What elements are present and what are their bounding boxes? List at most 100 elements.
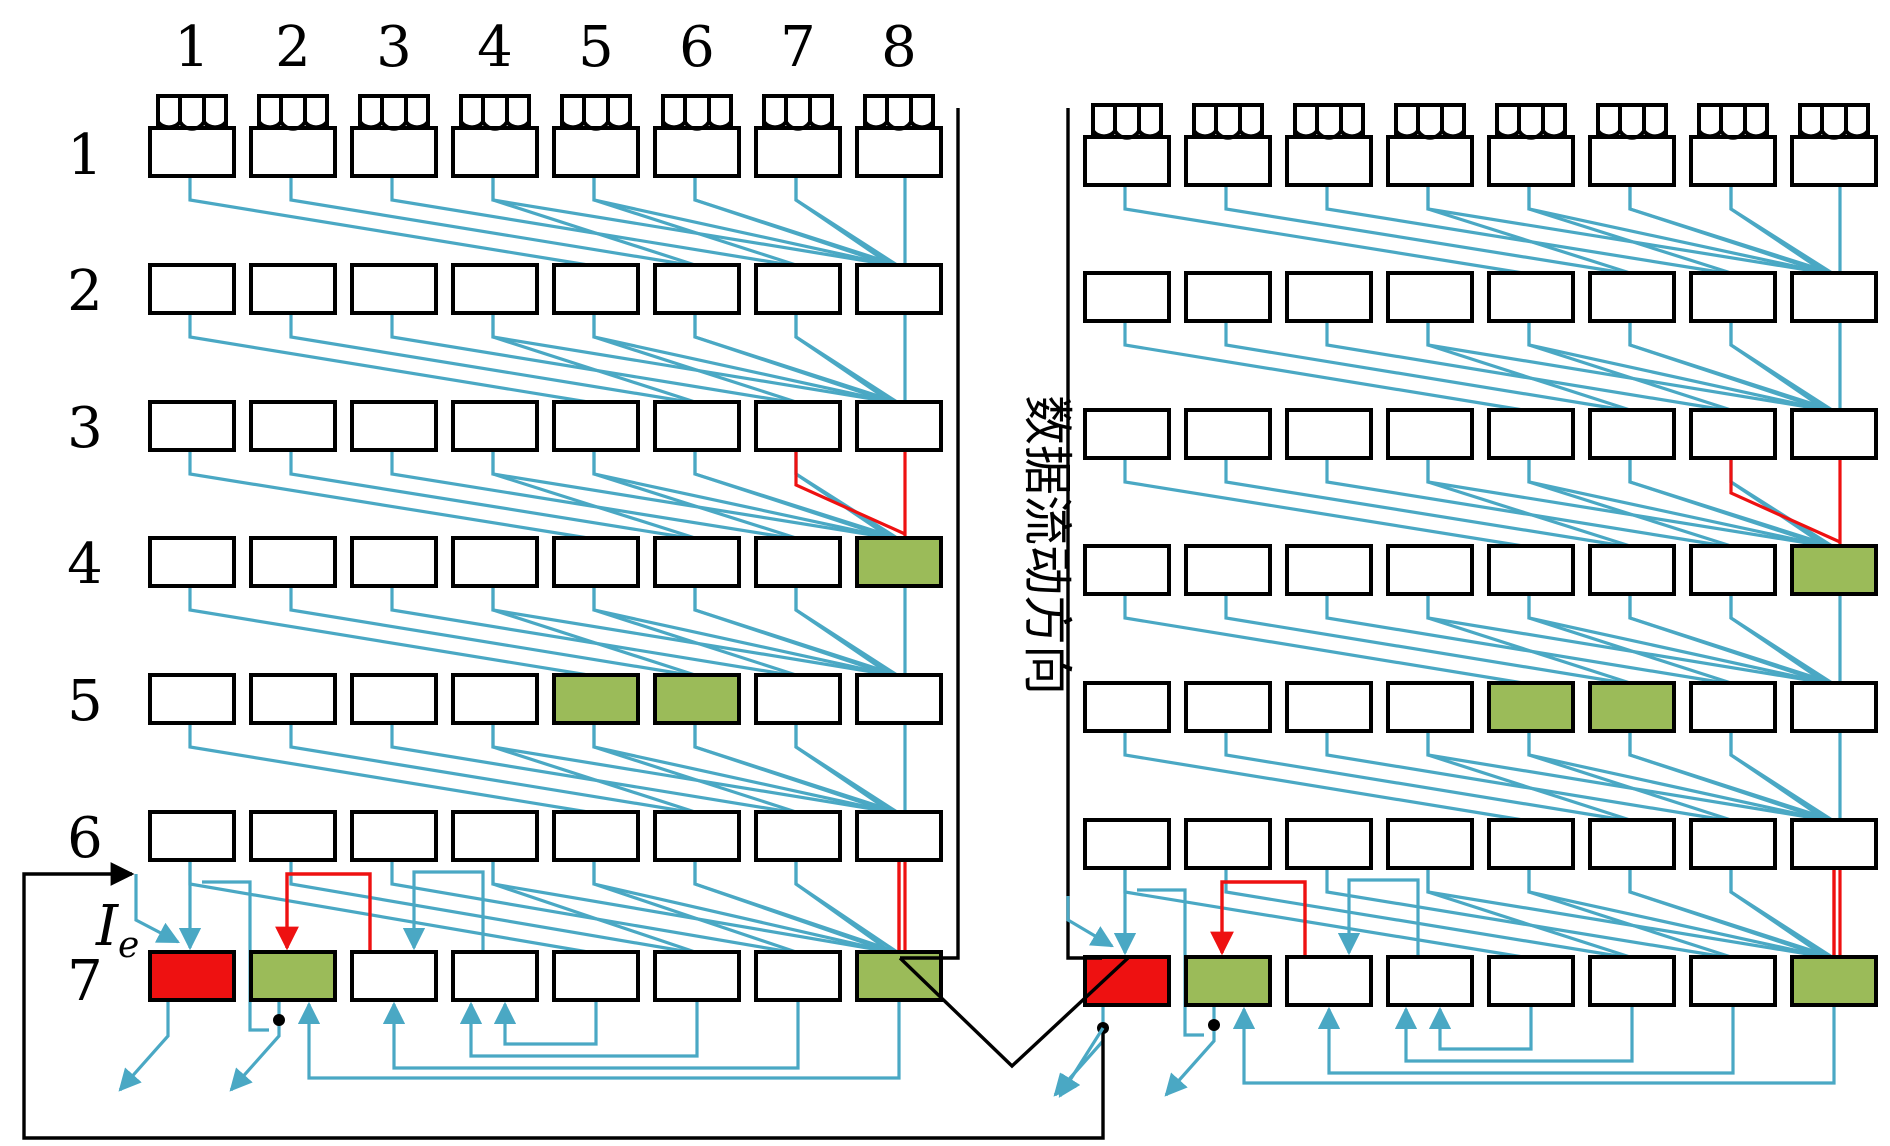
fan-link-p0-r6-c3: [390, 860, 791, 954]
pe-cell-p1-r1-c7: [1689, 135, 1777, 187]
fan-link-p0-r4-c3: [390, 586, 791, 677]
pe-cell-p0-r6-c8: [855, 810, 943, 862]
fan-link-p1-r2-c7: [1729, 321, 1833, 412]
fan-link-p0-r1-c2: [289, 176, 690, 267]
pe-cell-p1-r5-c1: [1083, 681, 1171, 733]
pe-cell-p0-r5-c4: [451, 673, 539, 725]
pe-cell-p0-r4-c1: [148, 536, 236, 588]
column-label-2: 2: [275, 15, 311, 80]
fan-link-p1-r2-c5: [1527, 321, 1732, 412]
fan-link-p0-r3-c6: [693, 450, 892, 540]
fan-link-p0-r2-c3: [390, 313, 791, 404]
fan-link-p1-r2-c1: [1123, 321, 1524, 412]
input-cap-p0-c1: [156, 94, 228, 131]
feedback-link-p0-d: [493, 1000, 598, 1046]
pe-cell-p0-r1-c6: [653, 126, 741, 178]
fan-link-p1-r3-c6: [1628, 458, 1833, 548]
pe-cell-p0-r6-c6: [653, 810, 741, 862]
fan-link-p1-r6-c7: [1729, 868, 1833, 959]
pe-cell-p1-r7-c6: [1588, 955, 1676, 1007]
pe-cell-p1-r4-c3: [1285, 544, 1373, 596]
pe-cell-p1-r2-c8: [1790, 271, 1878, 323]
feedback-link-p1-c: [1394, 1005, 1634, 1063]
interconnect-links: [188, 176, 1842, 959]
fan-link-p1-r4-c4: [1426, 594, 1631, 685]
row-label-5: 5: [67, 669, 103, 734]
pe-cell-p1-r5-c5: [1487, 681, 1575, 733]
fan-link-p1-r3-c5: [1527, 458, 1732, 548]
pe-cell-p1-r7-c3: [1285, 955, 1373, 1007]
fan-link-p0-r5-c7: [794, 723, 898, 814]
fan-link-p1-r6-c6: [1628, 868, 1827, 959]
pe-cell-p1-r6-c1: [1083, 818, 1171, 870]
control-wiring: [22, 108, 1220, 1140]
fan-link-p1-r1-c3: [1325, 185, 1726, 275]
input-cap-p0-c5: [560, 94, 632, 131]
pe-cell-p0-r3-c3: [350, 400, 438, 452]
pe-cell-p0-r1-c7: [754, 126, 842, 178]
input-cap-p1-c2: [1192, 103, 1264, 140]
fan-link-p0-r3-c2: [289, 450, 690, 540]
pe-cell-p1-r7-c8: [1790, 955, 1878, 1007]
fan-link-p0-r5-c6: [693, 723, 892, 814]
pe-cell-p0-r7-c8: [855, 950, 943, 1002]
control-wire-right: [1066, 108, 1102, 960]
pe-cell-p1-r3-c8: [1790, 408, 1878, 460]
fan-link-p0-r5-c2: [289, 723, 690, 814]
fan-link-p1-r6-c3: [1325, 868, 1726, 959]
input-cap-p0-c3: [358, 94, 430, 131]
pe-cell-p1-r7-c5: [1487, 955, 1575, 1007]
fan-link-p1-r1-c5: [1527, 185, 1732, 275]
reroute-link-p0-r3: [794, 450, 906, 536]
pe-cell-p1-r6-c7: [1689, 818, 1777, 870]
pe-cell-p0-r5-c3: [350, 673, 438, 725]
pe-cell-p1-r6-c5: [1487, 818, 1575, 870]
input-cap-p1-c6: [1596, 103, 1668, 140]
fan-link-p1-r4-c5: [1527, 594, 1732, 685]
fan-link-p1-r2-c6: [1628, 321, 1833, 412]
row-label-7: 7: [67, 949, 103, 1014]
fan-link-p1-r1-c4: [1426, 185, 1631, 275]
pe-cell-p1-r4-c1: [1083, 544, 1171, 596]
pe-cell-p1-r2-c3: [1285, 271, 1373, 323]
pe-cell-p1-r1-c2: [1184, 135, 1272, 187]
fan-link-p1-r4-c2: [1224, 594, 1625, 685]
fan-link-p0-r3-c5: [592, 450, 797, 540]
pe-cell-p1-r3-c5: [1487, 408, 1575, 460]
pe-cell-p0-r5-c6: [653, 673, 741, 725]
pe-cell-p0-r4-c3: [350, 536, 438, 588]
fan-link-p1-r4-c1: [1123, 594, 1524, 685]
fan-link-p0-r2-c6: [693, 313, 892, 404]
row-label-6: 6: [67, 806, 103, 871]
pe-cell-p1-r1-c1: [1083, 135, 1171, 187]
fan-link-p1-r3-c4: [1426, 458, 1631, 548]
fan-link-p0-r2-c7: [794, 313, 898, 404]
pe-cell-p0-r1-c1: [148, 126, 236, 178]
pe-cell-p1-r1-c5: [1487, 135, 1575, 187]
feedback-link-p1-d: [1428, 1005, 1533, 1051]
fan-link-p0-r4-c6: [693, 586, 898, 677]
fan-link-p1-r6-c2: [1224, 868, 1625, 959]
pe-cell-p1-r1-c4: [1386, 135, 1474, 187]
fan-link-p1-r5-c2: [1224, 731, 1625, 822]
pe-cell-p1-r1-c3: [1285, 135, 1373, 187]
fan-link-p0-r4-c2: [289, 586, 690, 677]
pe-cell-p0-r2-c3: [350, 263, 438, 315]
pe-cell-p0-r7-c6: [653, 950, 741, 1002]
fan-link-p1-r3-c1: [1123, 458, 1524, 548]
pe-cell-p1-r3-c3: [1285, 408, 1373, 460]
pe-cell-p0-r6-c1: [148, 810, 236, 862]
fan-link-p0-r5-c6: [693, 723, 898, 814]
pe-cell-p0-r3-c8: [855, 400, 943, 452]
pe-cell-p1-r6-c8: [1790, 818, 1878, 870]
pe-cell-p0-r4-c4: [451, 536, 539, 588]
fan-link-p0-r6-c7: [794, 860, 898, 954]
fan-link-p0-r2-c5: [592, 313, 797, 404]
pe-cell-p1-r7-c4: [1386, 955, 1474, 1007]
output-link-p0-a: [118, 1000, 170, 1092]
row-label-3: 3: [67, 396, 103, 461]
pe-cell-p0-r7-c4: [451, 950, 539, 1002]
column-label-6: 6: [679, 15, 715, 80]
output-link-p1-b: [1164, 1005, 1216, 1097]
pe-cell-p0-r3-c2: [249, 400, 337, 452]
